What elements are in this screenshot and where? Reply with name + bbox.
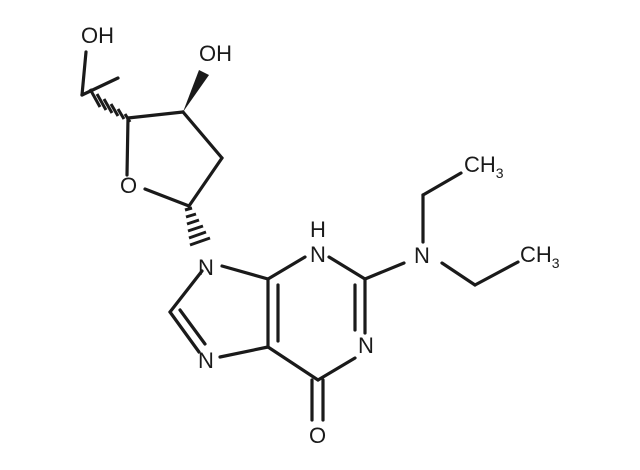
bond-c2-c1 (187, 156, 224, 208)
label-n1: N (358, 333, 374, 358)
label-n9: N (198, 255, 214, 280)
bond-ethyl2-ch3 (473, 260, 520, 287)
label-ch3-lower: CH3 (520, 242, 560, 271)
bond-oh-c5 (80, 50, 88, 97)
label-ch3-lower-sub: 3 (552, 255, 560, 271)
label-ch3-upper-sub: 3 (496, 165, 504, 181)
bond-namine-ethyl2 (440, 261, 477, 287)
bonds (80, 50, 520, 422)
bond-n9-c4 (220, 264, 270, 281)
label-ch3-upper: CH3 (464, 152, 504, 181)
label-ch3-lower-main: CH (520, 242, 552, 267)
bond-c8-n7-a (168, 310, 201, 354)
wedge-bond-c3-oh (183, 70, 209, 112)
bond-n7-c5 (218, 345, 270, 359)
bond-c5-c4 (80, 76, 120, 97)
bond-c1-o (143, 187, 191, 208)
hash-bond-c1-n9 (184, 206, 211, 247)
bond-o-c4 (125, 116, 130, 177)
label-n3: N (310, 242, 326, 267)
bond-n9-c8 (168, 269, 204, 314)
bond-c3-c2 (181, 110, 224, 160)
bond-c6-c5 (266, 345, 320, 382)
bond-n1-c6 (316, 356, 357, 382)
bond-c4-n3 (266, 255, 307, 281)
bond-c2-namine (363, 261, 406, 281)
label-oh-ring: OH (199, 41, 232, 66)
label-n-amine: N (414, 243, 430, 268)
label-n3-h: H (310, 217, 326, 242)
label-ring-o: O (120, 173, 137, 198)
hash-bond-c4-ch2 (88, 88, 132, 123)
label-ch3-upper-main: CH (464, 152, 496, 177)
label-n7: N (198, 348, 214, 373)
bond-ethyl1-ch3 (421, 171, 463, 197)
atom-labels: OH OH O N H N N N N O CH3 CH3 (81, 23, 560, 448)
stereo-bonds (88, 70, 211, 247)
bond-c8-n7-b (178, 308, 207, 346)
bond-c4-c3 (126, 110, 185, 120)
label-carbonyl-o: O (309, 423, 326, 448)
label-oh-top: OH (81, 23, 114, 48)
bond-n3-c2 (327, 255, 367, 281)
